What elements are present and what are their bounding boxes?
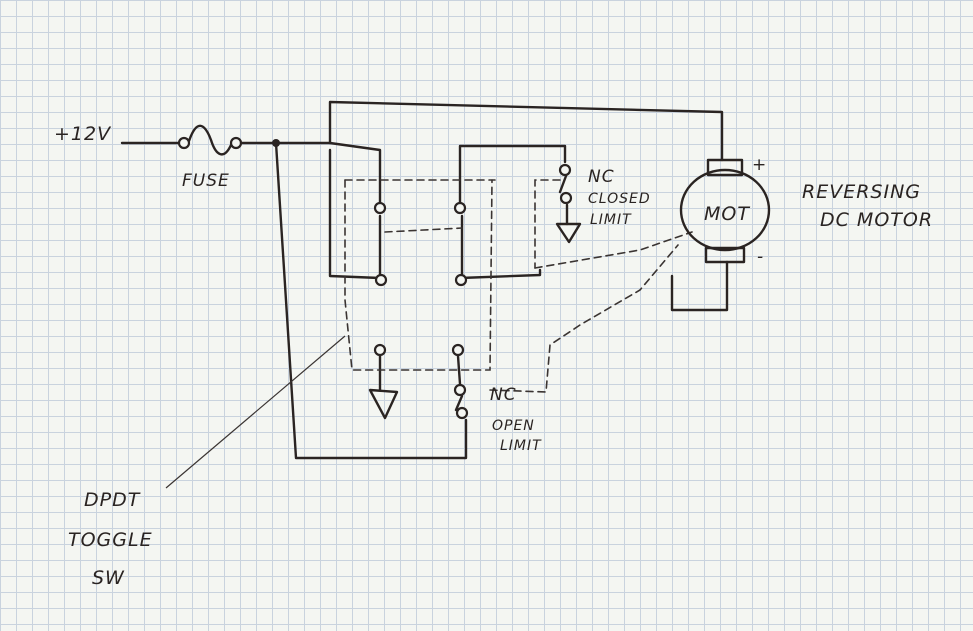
toggle-label-line2: TOGGLE [68, 529, 153, 551]
fuse-label: FUSE [182, 171, 230, 191]
dashed-linkage [344, 179, 693, 393]
open-limit-switch [453, 354, 469, 420]
fuse-element [187, 124, 233, 156]
fuse-terminal-right [229, 136, 243, 150]
nc-label-bottom: NC [490, 385, 517, 405]
supply-wiring [120, 124, 332, 156]
toggle-label-line3: SW [92, 567, 125, 589]
open-limit-label-line2: LIMIT [500, 438, 542, 454]
supply-label: +12V [54, 123, 112, 145]
closed-limit-switch [558, 163, 573, 205]
motor-label-line2: DC MOTOR [820, 209, 933, 231]
motor-symbol [679, 158, 771, 264]
toggle-label-line1: DPDT [84, 489, 141, 511]
switch-terminals [373, 201, 468, 357]
closed-limit-label-line1: CLOSED [588, 191, 651, 207]
motor-label-line1: REVERSING [802, 181, 921, 203]
closed-limit-label-line2: LIMIT [590, 212, 632, 228]
plus-terminal-label: + [752, 155, 767, 175]
minus-terminal-label: - [757, 247, 764, 267]
main-wires [274, 100, 729, 460]
open-limit-label-line1: OPEN [492, 418, 535, 434]
nc-label-top: NC [588, 167, 615, 187]
leader-line [165, 335, 346, 489]
motor-symbol-label: MOT [704, 203, 750, 225]
switch-blades [378, 214, 464, 278]
ground-symbols [368, 203, 582, 420]
fuse-terminal-left [177, 136, 191, 150]
